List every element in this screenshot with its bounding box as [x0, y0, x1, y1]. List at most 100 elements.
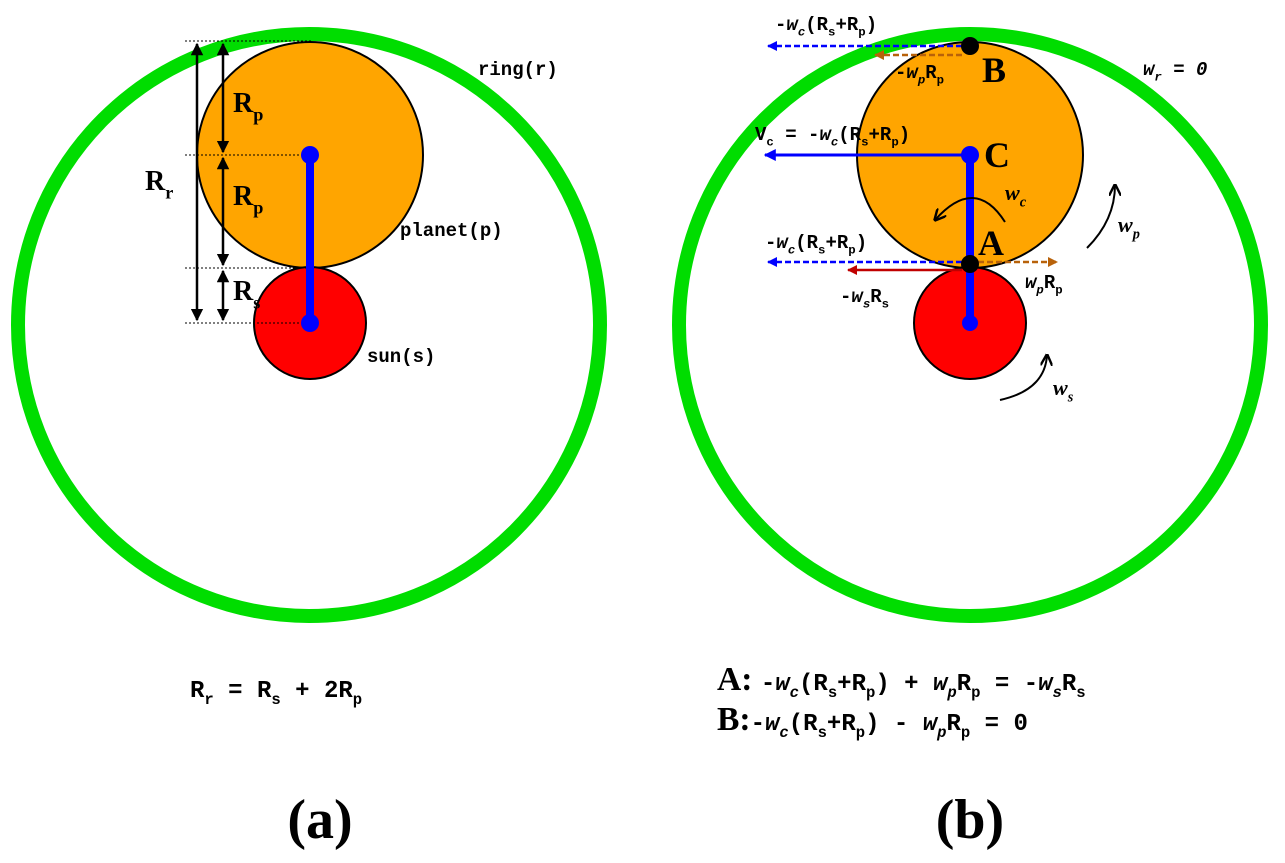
label-text: +R: [825, 232, 848, 254]
rp-label-bottom: Rp: [233, 181, 263, 217]
label-text: (R: [789, 711, 818, 738]
label-text: -: [765, 232, 776, 254]
label-text: +R: [835, 14, 858, 36]
subscript-text: c: [788, 244, 795, 258]
sun-center-dot: [301, 314, 319, 332]
label-text: R: [1062, 671, 1077, 698]
sun-center-dot: [962, 315, 978, 331]
equation-point-a: A: -wc(Rs+Rp) + wpRp = -wsRs: [717, 661, 1086, 702]
subscript-text: p: [961, 724, 970, 742]
equation-radius: Rr = Rs + 2Rp: [190, 678, 362, 709]
label-text: = 0: [970, 711, 1028, 738]
label-text: (R: [838, 124, 861, 146]
subscript-text: s: [863, 298, 870, 312]
subscript-text: c: [831, 136, 838, 150]
label-text: R: [233, 276, 254, 307]
label-text: w: [775, 671, 791, 698]
point-b-label: B: [982, 50, 1006, 90]
subscript-text: s: [1053, 684, 1062, 702]
label-text: R: [1044, 272, 1056, 294]
subscript-text: c: [790, 684, 799, 702]
subscript-text: r: [204, 691, 213, 709]
point-c-dot: [961, 146, 979, 164]
subscript-text: p: [1131, 227, 1140, 243]
a-sun-velocity-label: -wsRs: [840, 286, 889, 312]
subscript-text: s: [828, 26, 835, 40]
wc-label: wc: [1005, 180, 1027, 211]
label-text: w: [933, 671, 949, 698]
label-text: w: [1118, 212, 1133, 237]
label-text: = R: [214, 678, 272, 705]
sun-label: sun(s): [367, 346, 435, 368]
planet-label: planet(p): [400, 220, 503, 242]
wc-rotation-arrow: [935, 197, 1006, 222]
subscript-text: p: [946, 684, 956, 702]
label-text: -: [775, 14, 786, 36]
subscript-text: s: [861, 136, 868, 150]
label-text: R: [957, 671, 972, 698]
label-text: R: [233, 88, 254, 119]
label-text: w: [1053, 375, 1068, 400]
label-text: w: [786, 14, 799, 36]
subscript-text: s: [818, 724, 827, 742]
label-text: ring(r): [478, 59, 558, 81]
subscript-text: p: [891, 136, 898, 150]
label-text: w: [1005, 180, 1020, 205]
label-text: R: [145, 166, 166, 197]
label-text: R: [925, 62, 937, 84]
subscript-text: p: [917, 74, 925, 88]
subscript-text: p: [856, 724, 865, 742]
label-text: V: [755, 124, 767, 146]
label-text: B:: [717, 701, 751, 738]
subscript-text: p: [848, 244, 855, 258]
label-text: w: [923, 711, 939, 738]
ws-rotation-arrow: [999, 355, 1047, 401]
rs-label: Rs: [233, 276, 260, 312]
equation-point-b: B:-wc(Rs+Rp) - wpRp = 0: [717, 701, 1028, 742]
wp-rotation-arrow: [1086, 185, 1115, 249]
label-text: +R: [827, 711, 856, 738]
label-text: (R: [799, 671, 828, 698]
ring-gear: [672, 27, 1268, 623]
subscript-text: s: [818, 244, 825, 258]
label-text: w: [851, 286, 864, 308]
label-text: A:: [717, 661, 761, 698]
dimension-arrows: [190, 42, 230, 322]
subscript-text: s: [1067, 390, 1074, 406]
wp-label: wp: [1118, 212, 1140, 243]
subscript-text: p: [936, 724, 946, 742]
label-text: R: [233, 181, 254, 212]
rp-label-top: Rp: [233, 88, 263, 124]
a-planet-velocity-label: wpRp: [1025, 272, 1063, 298]
subscript-text: c: [798, 26, 805, 40]
subscript-text: p: [971, 684, 980, 702]
point-a-label: A: [978, 223, 1004, 263]
subscript-text: s: [828, 684, 837, 702]
reference-lines: [185, 40, 312, 324]
label-text: + 2R: [281, 678, 354, 705]
planet-center-dot: [301, 146, 319, 164]
ring-label: ring(r): [478, 59, 558, 81]
label-text: (R: [805, 14, 828, 36]
label-text: planet(p): [400, 220, 503, 242]
subscript-text: s: [882, 298, 889, 312]
label-text: = 0: [1162, 59, 1208, 81]
label-text: -: [761, 671, 775, 698]
label-text: R: [870, 286, 882, 308]
ring-gear: [11, 27, 607, 623]
label-text: w: [765, 711, 781, 738]
vc-label: Vc = -wc(Rs+Rp): [755, 124, 910, 150]
label-text: (R: [795, 232, 818, 254]
label-text: w: [819, 124, 832, 146]
subscript-text: p: [866, 684, 875, 702]
label-text: w: [1025, 272, 1038, 294]
label-text: ): [899, 124, 910, 146]
caption-a: (a): [287, 789, 352, 851]
subscript-text: p: [1055, 284, 1062, 298]
top-carrier-velocity-label: -wc(Rs+Rp): [775, 14, 877, 40]
label-text: ) -: [865, 711, 923, 738]
subscript-text: p: [1035, 284, 1043, 298]
subscript-text: c: [1020, 195, 1027, 211]
label-text: ) +: [875, 671, 933, 698]
label-text: -: [840, 286, 851, 308]
